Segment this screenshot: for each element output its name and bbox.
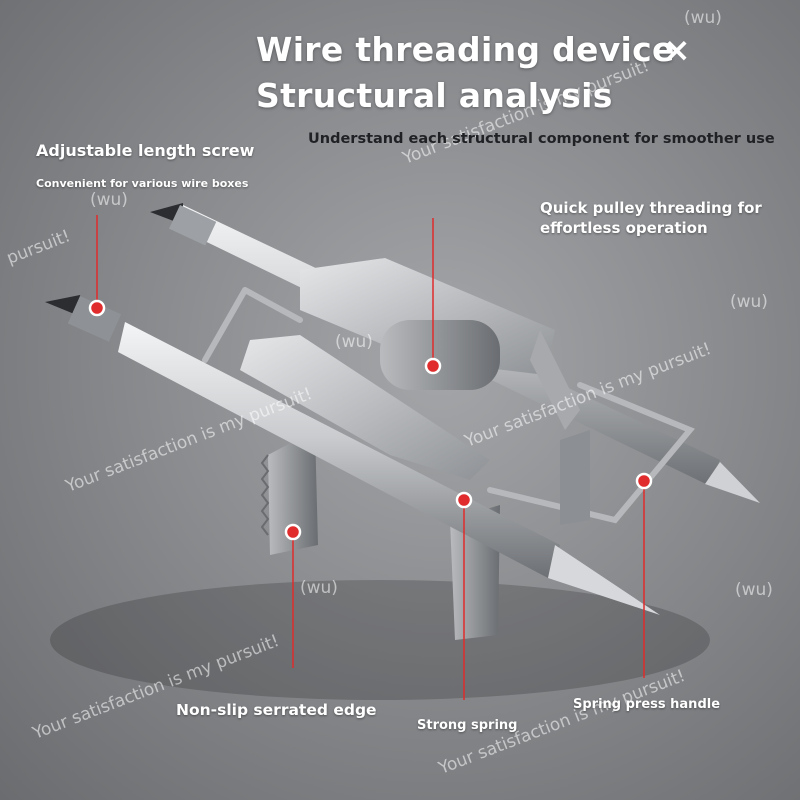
callout-marker-serrated-edge: [284, 523, 302, 541]
watermark-tag: (wu): [730, 292, 768, 312]
watermark-tag: (wu): [90, 190, 128, 210]
callout-marker-adjustable-screw: [88, 299, 106, 317]
callout-marker-strong-spring: [455, 491, 473, 509]
watermark-tag: (wu): [735, 580, 773, 600]
watermark-tag: (wu): [335, 332, 373, 352]
label-quick-pulley: Quick pulley threading for effortless op…: [540, 199, 762, 237]
label-serrated-edge: Non-slip serrated edge: [176, 701, 377, 719]
spring-press-handle-wire: [202, 287, 695, 524]
pulley-housing: [300, 258, 580, 430]
callout-marker-quick-pulley: [424, 357, 442, 375]
lower-plate: [240, 335, 490, 480]
front-rod: [45, 295, 660, 615]
label-adjustable-description: Convenient for various wire boxes: [36, 177, 249, 190]
page-subtitle: Understand each structural component for…: [308, 131, 775, 147]
label-strong-spring: Strong spring: [417, 718, 518, 733]
page-title-line-1: Wire threading device: [256, 30, 675, 69]
label-adjustable-length-screw: Adjustable length screw: [36, 141, 255, 160]
callout-marker-press-handle: [635, 472, 653, 490]
watermark-tag: (wu): [684, 8, 722, 28]
serrated-edge: [260, 454, 270, 536]
label-spring-press-handle: Spring press handle: [573, 697, 721, 712]
watermark-tag: (wu): [300, 578, 338, 598]
close-icon: ×: [663, 30, 691, 69]
drop-shadow: [50, 580, 710, 700]
page-title-line-2: Structural analysis: [256, 76, 613, 115]
